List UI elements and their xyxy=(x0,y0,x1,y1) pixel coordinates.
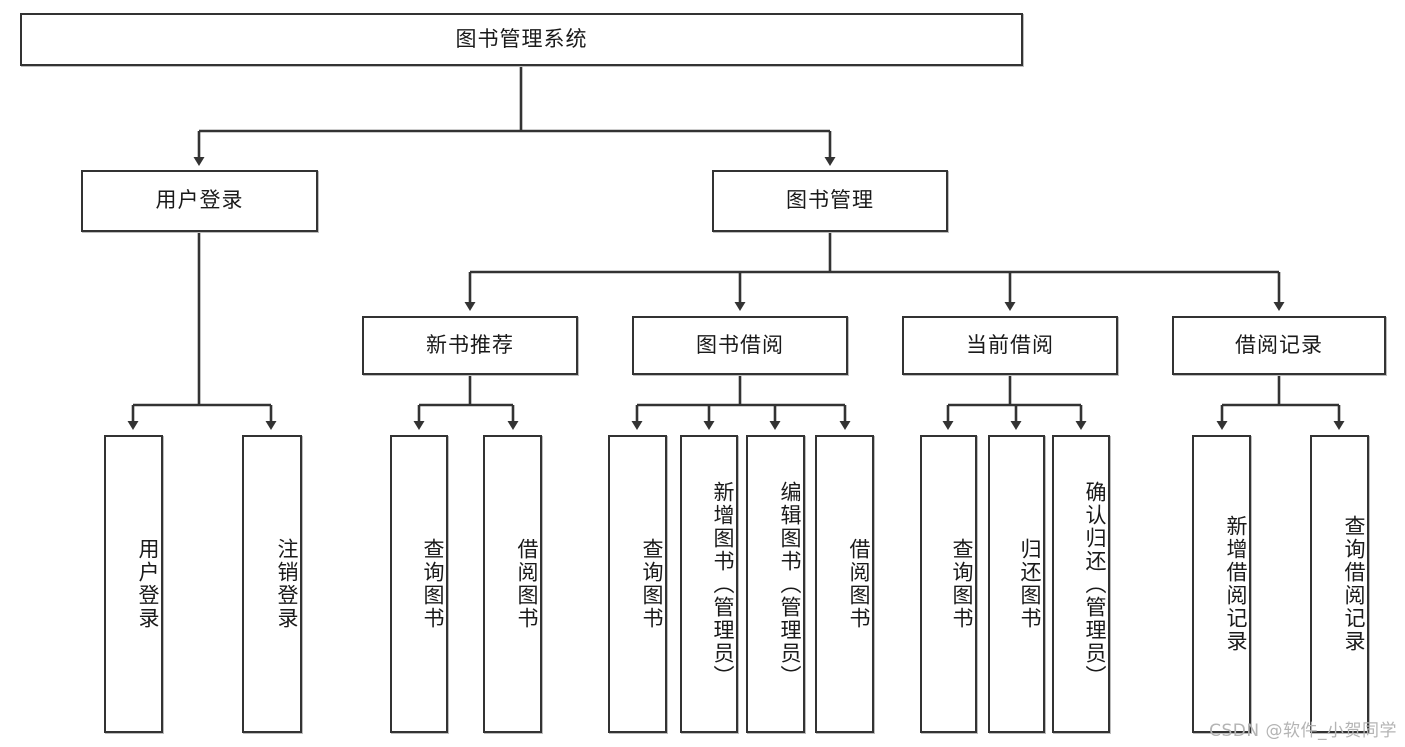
leaf-user-login[interactable]: 用户登录 xyxy=(104,435,163,733)
node-label: 查询借阅记录 xyxy=(1342,515,1366,653)
leaf-edit-book-admin[interactable]: 编辑图书（管理员） xyxy=(746,435,805,733)
node-label: 借阅图书 xyxy=(847,538,871,630)
node-label: 查询图书 xyxy=(950,538,974,630)
leaf-logout[interactable]: 注销登录 xyxy=(242,435,302,733)
node-label: 图书借阅 xyxy=(696,332,784,357)
leaf-borrow-book[interactable]: 借阅图书 xyxy=(815,435,874,733)
node-label: 确认归还（管理员） xyxy=(1083,480,1107,688)
leaf-borrow-book-new[interactable]: 借阅图书 xyxy=(483,435,542,733)
node-label: 编辑图书（管理员） xyxy=(778,480,802,688)
node-label: 当前借阅 xyxy=(966,332,1054,357)
leaf-confirm-return-admin[interactable]: 确认归还（管理员） xyxy=(1052,435,1110,733)
node-label: 图书管理系统 xyxy=(455,26,588,51)
node-borrow-record[interactable]: 借阅记录 xyxy=(1172,316,1386,375)
node-label: 图书管理 xyxy=(786,188,874,213)
node-label: 借阅图书 xyxy=(515,538,539,630)
leaf-add-borrow-record[interactable]: 新增借阅记录 xyxy=(1192,435,1251,733)
node-label: 查询图书 xyxy=(640,538,664,630)
node-label: 注销登录 xyxy=(275,538,299,630)
leaf-query-book-current[interactable]: 查询图书 xyxy=(920,435,977,733)
node-label: 新增图书（管理员） xyxy=(711,480,735,688)
node-user-login[interactable]: 用户登录 xyxy=(81,170,318,232)
leaf-query-book-borrow[interactable]: 查询图书 xyxy=(608,435,667,733)
node-label: 新增借阅记录 xyxy=(1224,515,1248,653)
leaf-query-book-new[interactable]: 查询图书 xyxy=(390,435,448,733)
watermark-label: CSDN @软件_小贺同学 xyxy=(1209,721,1397,741)
node-current-borrow[interactable]: 当前借阅 xyxy=(902,316,1118,375)
leaf-add-book-admin[interactable]: 新增图书（管理员） xyxy=(680,435,738,733)
node-root-system[interactable]: 图书管理系统 xyxy=(20,13,1023,66)
node-label: 借阅记录 xyxy=(1235,332,1323,357)
node-label: 归还图书 xyxy=(1018,538,1042,630)
leaf-return-book[interactable]: 归还图书 xyxy=(988,435,1045,733)
node-label: 用户登录 xyxy=(136,538,160,630)
node-book-management[interactable]: 图书管理 xyxy=(712,170,948,232)
leaf-query-borrow-record[interactable]: 查询借阅记录 xyxy=(1310,435,1369,733)
node-book-borrow[interactable]: 图书借阅 xyxy=(632,316,848,375)
node-label: 用户登录 xyxy=(155,188,244,213)
node-label: 查询图书 xyxy=(421,538,445,630)
node-label: 新书推荐 xyxy=(426,332,514,357)
node-new-book-recommendation[interactable]: 新书推荐 xyxy=(362,316,578,375)
